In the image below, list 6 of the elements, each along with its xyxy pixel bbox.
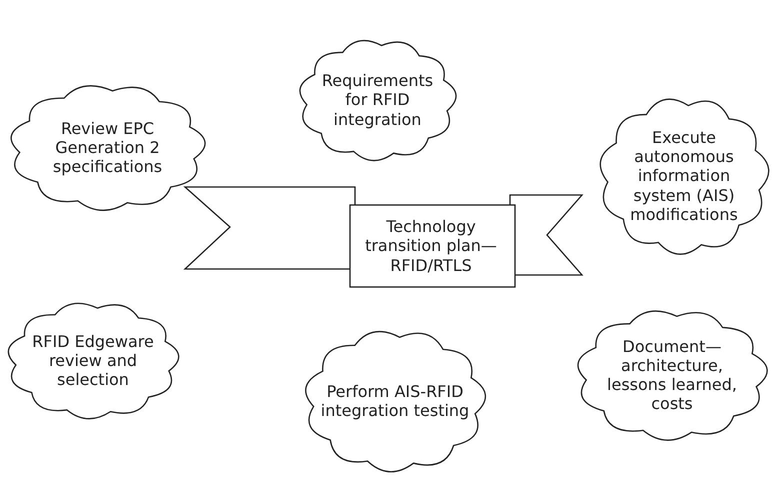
node-text: Review EPC Generation 2 specifications	[52, 118, 164, 176]
node-text: Requirements for RFID integration	[320, 71, 434, 129]
node-text: Document—architecture, lessons learned, costs	[606, 336, 738, 414]
node-text: Perform AIS-RFID integration testing	[320, 382, 470, 420]
node-text: Execute autonomous information system (AIS) modifications	[629, 128, 739, 224]
node-text: RFID Edgeware review and selection	[31, 332, 155, 390]
